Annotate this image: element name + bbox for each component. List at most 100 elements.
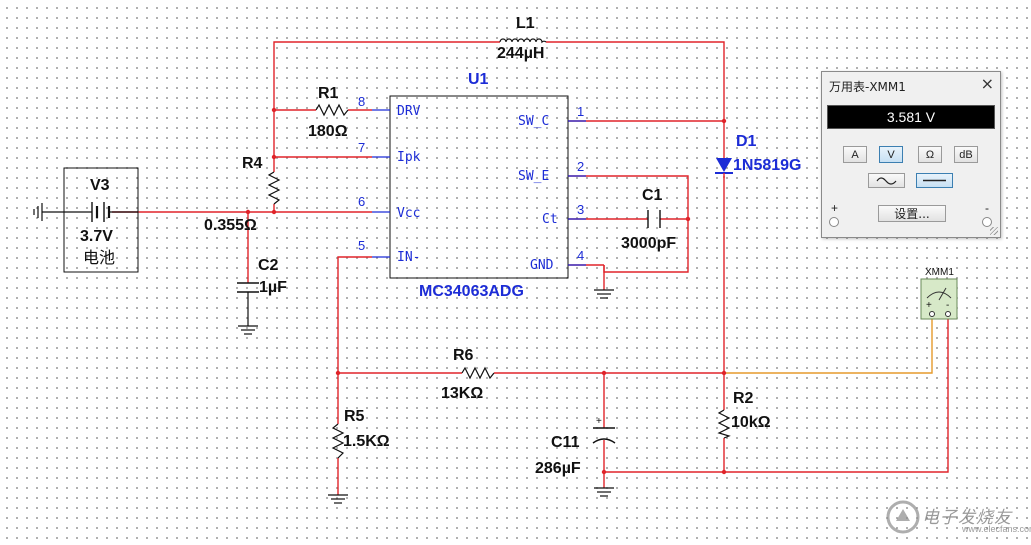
capacitor-c2[interactable]: C2 1µF xyxy=(237,257,287,335)
inductor-coil xyxy=(499,38,547,44)
resistor-r2[interactable]: R2 10kΩ xyxy=(717,390,771,439)
cap-polarity: + xyxy=(596,416,602,427)
pin-number: 5 xyxy=(358,238,365,253)
r5-value: 1.5KΩ xyxy=(343,433,390,450)
minus-terminal[interactable] xyxy=(982,217,992,227)
dc-coupling-button[interactable] xyxy=(916,173,953,188)
r2-value: 10kΩ xyxy=(731,414,771,431)
diode-triangle xyxy=(716,158,732,172)
v3-ref: V3 xyxy=(90,177,110,194)
r1-ref: R1 xyxy=(318,85,339,102)
junction-dot xyxy=(721,118,727,124)
multimeter-window[interactable]: 万用表-XMM1 × 3.581 V A V Ω dB + 设置... - xyxy=(821,71,1001,238)
meter-terminal[interactable] xyxy=(945,311,951,317)
junctions xyxy=(245,107,727,475)
multimeter-display: 3.581 V xyxy=(827,105,995,129)
pin-number: 2 xyxy=(577,159,584,174)
r4-value: 0.355Ω xyxy=(204,217,257,234)
resistor-r5[interactable]: R5 1.5KΩ xyxy=(328,408,390,504)
junction-dot xyxy=(271,107,277,113)
watermark-text: 电子发烧友 xyxy=(922,508,1012,528)
resize-grip[interactable] xyxy=(990,227,998,235)
u1-ref: U1 xyxy=(468,71,489,88)
ac-coupling-button[interactable] xyxy=(868,173,905,188)
wire-meter-minus[interactable] xyxy=(604,318,949,473)
pin-number: 8 xyxy=(358,94,365,109)
pin-name: SW_C xyxy=(518,114,549,129)
junction-dot xyxy=(601,370,607,376)
l1-value: 244µH xyxy=(497,45,544,62)
resistor-zigzag xyxy=(331,423,345,459)
ic-body xyxy=(389,95,569,279)
meter-plus: + xyxy=(926,300,932,311)
l1-ref: L1 xyxy=(516,15,535,32)
v3-type: 电池 xyxy=(83,248,115,267)
c11-value: 286µF xyxy=(535,460,581,477)
wire-meter-plus[interactable] xyxy=(724,318,933,374)
junction-dot xyxy=(271,209,277,215)
dc-line-icon xyxy=(923,179,946,182)
multimeter-xmm1[interactable]: XMM1 + - xyxy=(920,267,958,320)
r5-ref: R5 xyxy=(344,408,365,425)
sine-wave-icon xyxy=(876,177,897,185)
pin-name: Ct xyxy=(542,212,558,227)
resistor-zigzag xyxy=(461,366,495,380)
d1-part: 1N5819G xyxy=(733,157,802,174)
battery-box xyxy=(63,167,139,273)
v3-value: 3.7V xyxy=(80,228,113,245)
capacitor-c1[interactable]: C1 3000pF xyxy=(621,187,676,252)
pin-name: Vcc xyxy=(397,206,420,221)
resistor-r1[interactable]: R1 180Ω xyxy=(308,85,349,140)
wire-in-minus[interactable] xyxy=(337,256,372,373)
mode-volt-button[interactable]: V xyxy=(879,146,903,163)
multimeter-title: 万用表-XMM1 xyxy=(829,80,906,94)
mode-ampere-button[interactable]: A xyxy=(843,146,867,163)
battery-v3[interactable]: V3 3.7V 电池 xyxy=(33,167,139,273)
mode-ohm-button[interactable]: Ω xyxy=(918,146,942,163)
inductor-l1[interactable]: L1 244µH xyxy=(497,15,547,62)
r6-value: 13KΩ xyxy=(441,385,483,402)
capacitor-c11[interactable]: + C11 286µF xyxy=(535,416,616,497)
junction-dot xyxy=(721,469,727,475)
meter-terminal[interactable] xyxy=(929,311,935,317)
meter-minus: - xyxy=(946,300,949,311)
pin-name: GND xyxy=(530,258,554,273)
pin-number: 4 xyxy=(577,248,584,263)
watermark-url: www.elecfans.com xyxy=(962,524,1031,534)
settings-button[interactable]: 设置... xyxy=(878,205,946,222)
plus-terminal[interactable] xyxy=(829,217,839,227)
d1-ref: D1 xyxy=(736,133,757,150)
mode-db-button[interactable]: dB xyxy=(954,146,978,163)
resistor-r6[interactable]: R6 13KΩ xyxy=(441,347,495,402)
c1-value: 3000pF xyxy=(621,235,676,252)
wire-top-left[interactable] xyxy=(273,41,500,110)
resistor-zigzag xyxy=(315,103,349,117)
r4-ref: R4 xyxy=(242,155,263,172)
junction-dot xyxy=(335,370,341,376)
u1-part: MC34063ADG xyxy=(419,283,524,300)
xmm1-ref: XMM1 xyxy=(925,267,954,278)
diode-d1[interactable]: D1 1N5819G xyxy=(715,133,802,178)
wire-swe[interactable] xyxy=(568,175,689,273)
pin-name: SW_E xyxy=(518,169,549,184)
ic-u1[interactable]: 8 DRV 7 Ipk 6 Vcc 5 IN- 1 SW_C 2 SW_E 3 … xyxy=(358,71,586,300)
minus-terminal-label: - xyxy=(985,201,989,215)
meter-needle-icon xyxy=(938,287,947,301)
resistor-r4[interactable]: R4 0.355Ω xyxy=(204,155,281,234)
wire-top-right[interactable] xyxy=(546,41,725,158)
resistor-zigzag xyxy=(267,171,281,205)
r6-ref: R6 xyxy=(453,347,474,364)
junction-dot xyxy=(685,216,691,222)
c1-ref: C1 xyxy=(642,187,663,204)
pin-number: 1 xyxy=(577,104,584,119)
pin-number: 3 xyxy=(577,202,584,217)
c2-value: 1µF xyxy=(259,279,287,296)
c2-ref: C2 xyxy=(258,257,279,274)
close-icon[interactable]: × xyxy=(980,74,994,93)
watermark-logo-icon xyxy=(886,500,920,534)
pin-number: 7 xyxy=(358,140,365,155)
junction-dot xyxy=(271,154,277,160)
r2-ref: R2 xyxy=(733,390,754,407)
pin-name: DRV xyxy=(397,104,421,119)
